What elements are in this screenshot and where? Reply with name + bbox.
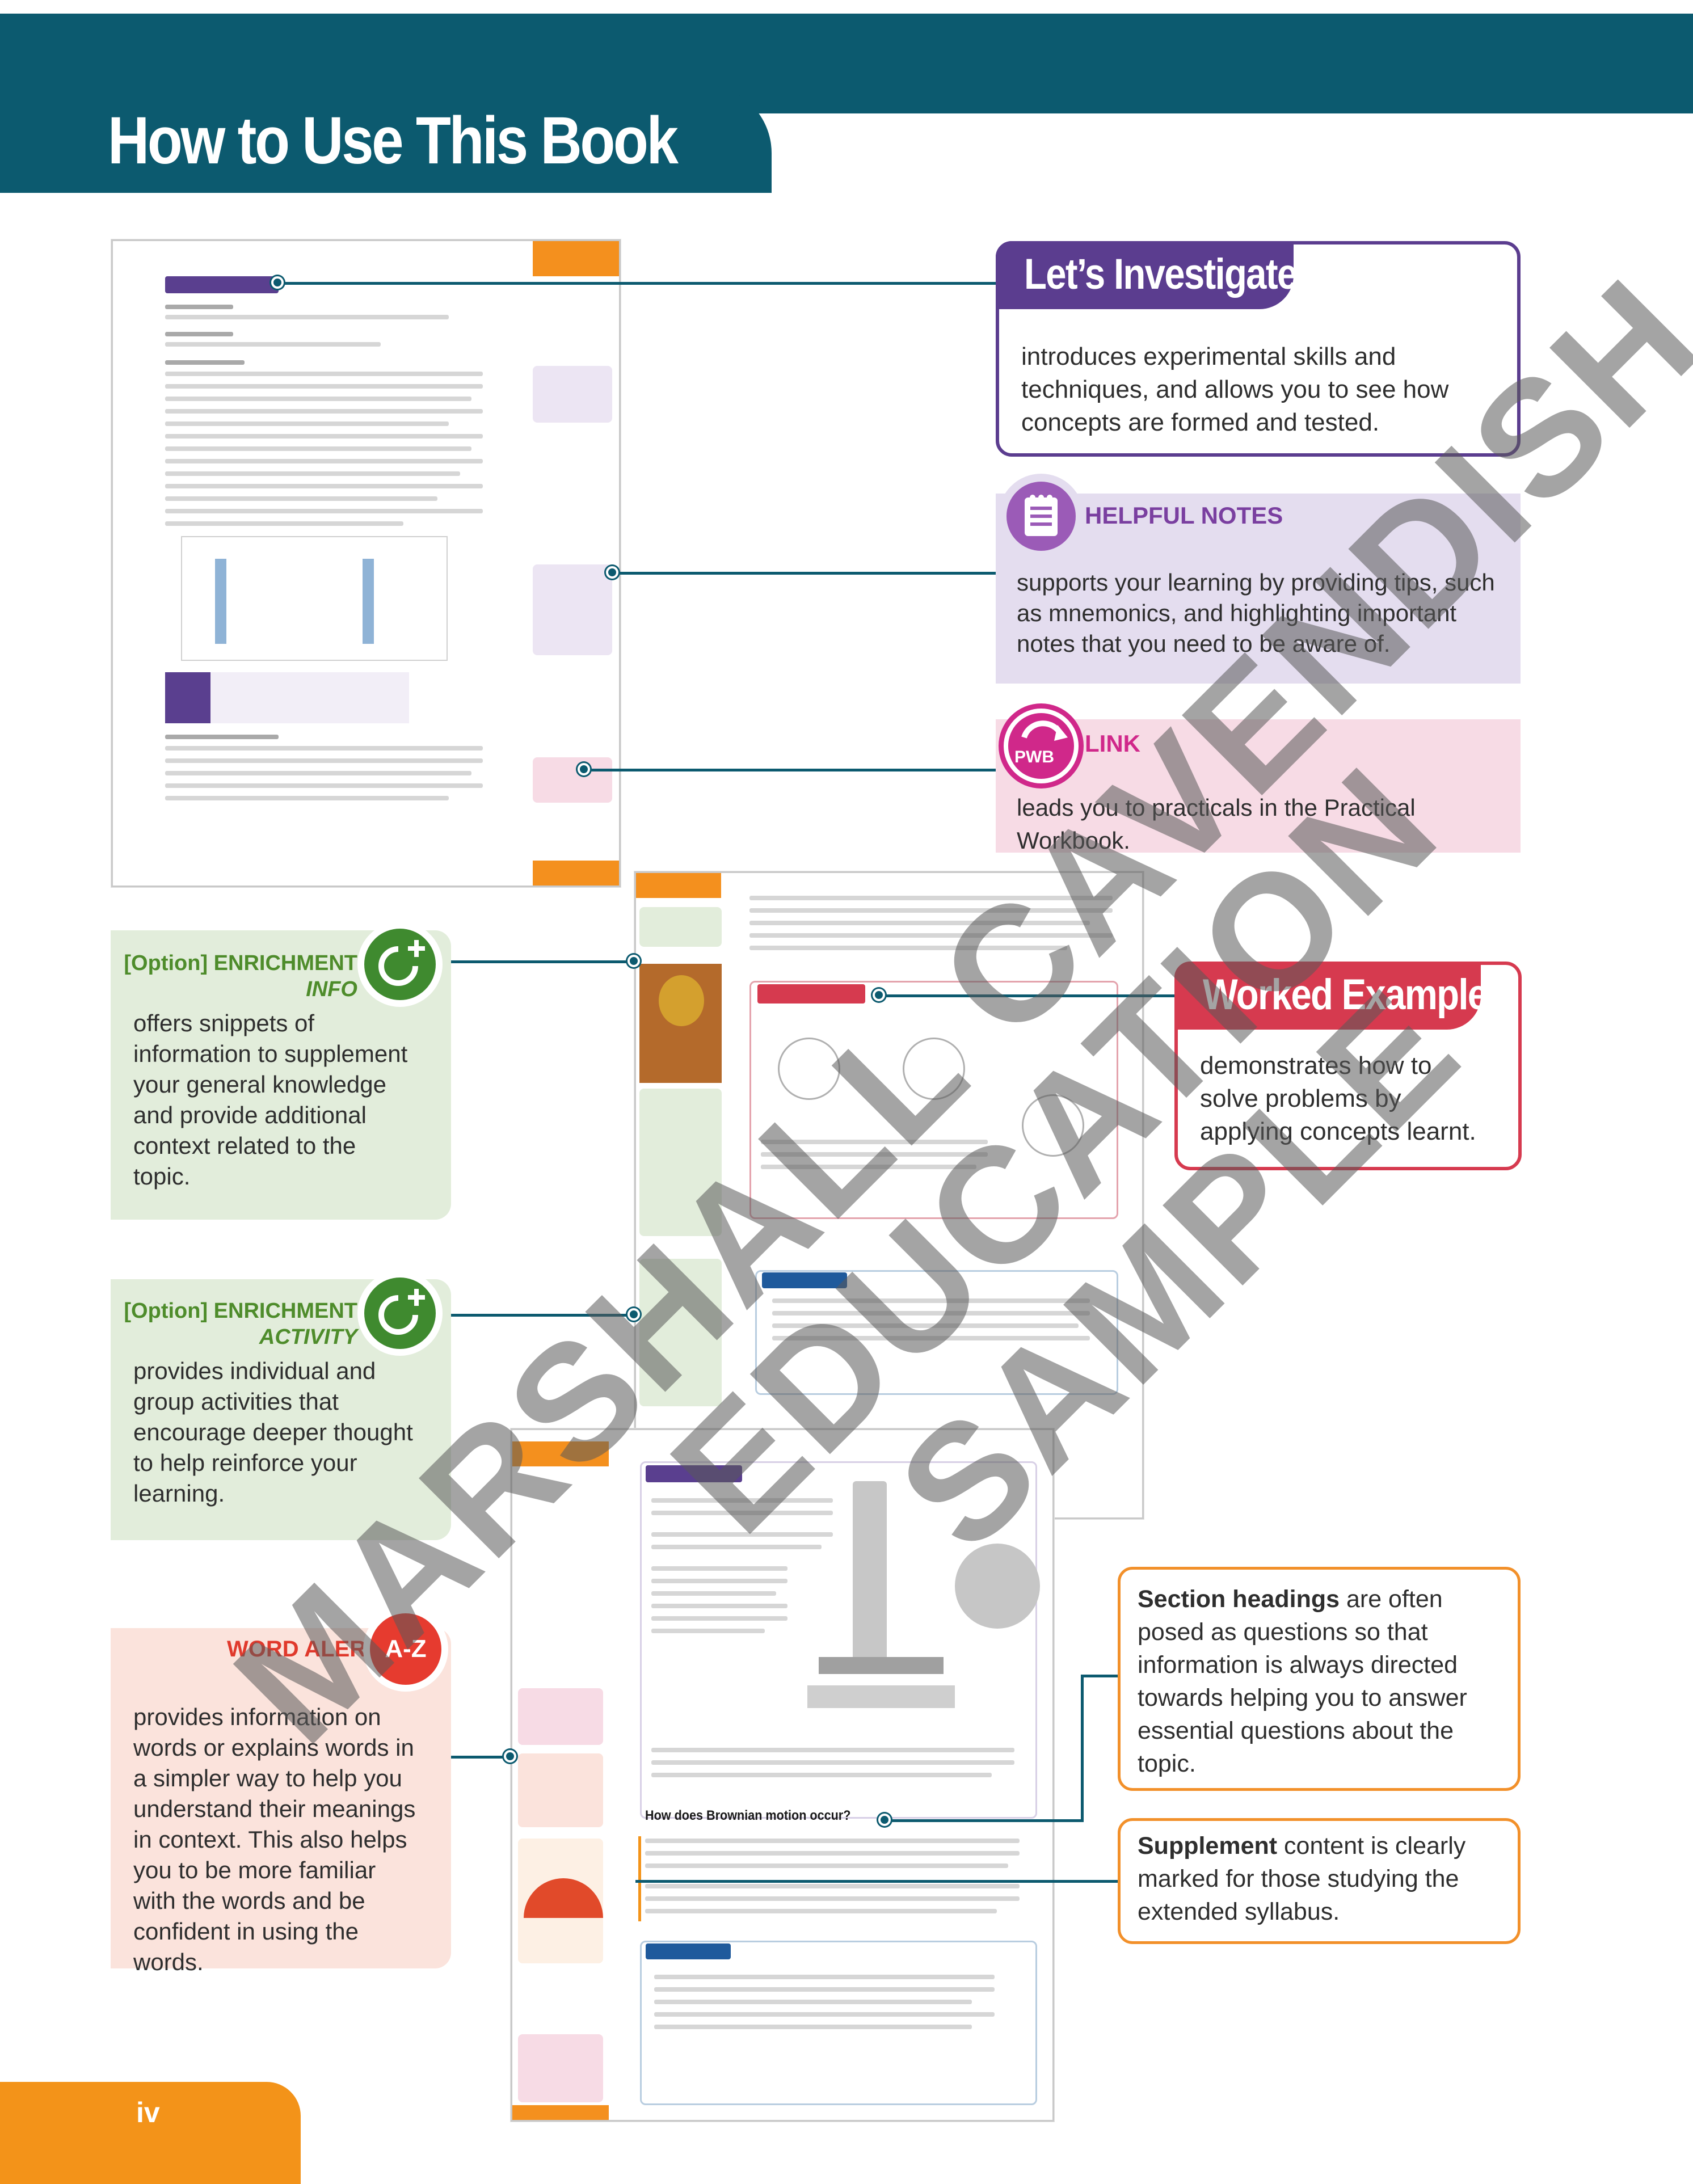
enrichment-info-subtitle: INFO [306,977,357,1001]
page-number: iv [136,2097,160,2128]
enrichment-activity-subtitle: ACTIVITY [259,1325,357,1349]
link-description: leads you to practicals in the Practical… [1017,794,1416,854]
link-title: LINK [1085,730,1140,757]
connector-word-alert [451,1756,511,1759]
word-alert-title: WORD ALERT [227,1637,380,1662]
enrichment-info-label: [Option] ENRICHMENT [124,951,357,975]
connector-dot [504,1750,516,1763]
connector-dot [578,763,590,775]
helpful-notes-description: supports your learning by providing tips… [1017,569,1495,657]
connector-section-headings [885,1819,1084,1822]
connector-worked-example [879,994,1174,997]
sample-page-brownian-motion: How does Brownian motion occur? [511,1428,1054,2122]
section-headings-bold: Section headings [1138,1586,1340,1613]
supplement-box [1118,1818,1521,1944]
pwb-link-icon: PWB [999,703,1084,789]
enrichment-info-title: [Option] ENRICHMENT INFO [113,950,357,1002]
connector-dot [627,1308,640,1321]
connector-enrichment-activity [451,1314,634,1317]
worked-example-tab [1174,962,1481,1030]
enrichment-activity-label: [Option] ENRICHMENT [124,1299,357,1323]
page-title: How to Use This Book [108,103,679,178]
thumbnail-section-heading: How does Brownian motion occur? [645,1808,851,1823]
section-headings-box [1118,1567,1521,1791]
lets-investigate-tab [996,241,1294,309]
lets-investigate-description: introduces experimental skills and techn… [1021,343,1449,436]
sample-page-lets-investigate [111,239,621,887]
word-alert-description: provides information on words or explain… [133,1704,416,1975]
enrichment-info-icon [357,922,443,1007]
connector-link [584,769,996,771]
page-number-tab [0,2082,301,2184]
connector-section-headings-vertical [1081,1675,1084,1822]
connector-enrichment-info [451,960,634,963]
connector-dot [627,955,640,967]
connector-section-headings-end [1081,1675,1118,1677]
helpful-notes-title: HELPFUL NOTES [1085,502,1283,529]
pwb-label: PWB [1014,748,1054,766]
enrichment-activity-description: provides individual and group activities… [133,1357,413,1507]
a-z-icon: A-Z [363,1607,448,1692]
supplement-text: content is clearly marked for those stud… [1138,1832,1466,1925]
enrichment-info-description: offers snippets of information to supple… [133,1010,408,1190]
header-title-tab [0,85,772,193]
connector-dot [873,989,885,1001]
connector-supplement [635,1880,1118,1883]
lets-investigate-title: Let’s Investigate [1024,250,1298,298]
section-headings-description: Section headings are often posed as ques… [1138,1583,1506,1780]
worked-example-title: Worked Example [1203,971,1488,1019]
enrichment-activity-title: [Option] ENRICHMENT ACTIVITY [113,1298,357,1350]
connector-dot [606,566,618,579]
notepad-icon [999,474,1084,559]
supplement-bold: Supplement [1138,1832,1278,1860]
worked-example-description: demonstrates how to solve problems by ap… [1200,1052,1476,1145]
sample-page-worked-example [634,871,1144,1519]
connector-lets-investigate [278,282,996,285]
connector-helpful-notes [613,572,996,575]
supplement-description: Supplement content is clearly marked for… [1138,1829,1506,1928]
section-headings-text: are often posed as questions so that inf… [1138,1586,1467,1777]
connector-dot [271,276,284,289]
helpful-notes-box [996,494,1521,684]
connector-dot [878,1814,891,1826]
enrichment-activity-icon [357,1271,443,1356]
